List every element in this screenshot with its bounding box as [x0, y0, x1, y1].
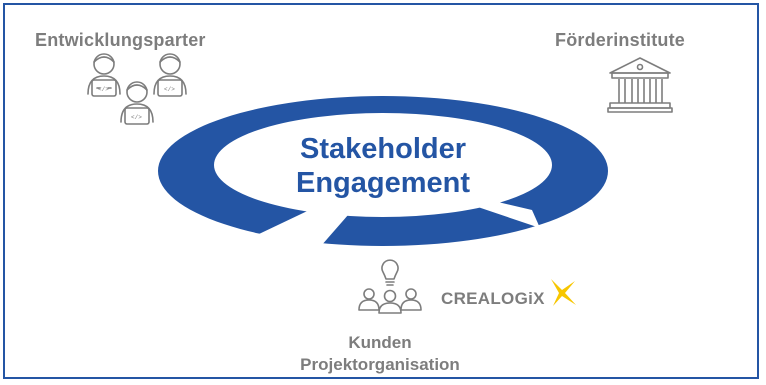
- crealogix-logo-text: CREALOGiX: [441, 289, 545, 308]
- center-title-line2: Engagement: [295, 167, 471, 199]
- team-idea-icon: [358, 259, 422, 314]
- diagram-frame: [3, 3, 759, 379]
- bank-building-icon: [607, 57, 673, 113]
- center-title: Stakeholder Engagement: [215, 132, 551, 200]
- stakeholder-label-development-partner: Entwicklungsparter: [35, 30, 206, 50]
- stakeholder-label-funding-institutes: Förderinstitute: [555, 30, 686, 50]
- svg-text:</>: </>: [131, 114, 142, 121]
- svg-text:</>: </>: [98, 86, 109, 93]
- star-icon: [551, 279, 576, 306]
- stakeholder-label-customers-line2: Projektorganisation: [300, 355, 460, 374]
- stakeholder-label-customers: Kunden Projektorganisation: [280, 332, 480, 376]
- center-title-line1: Stakeholder: [300, 133, 466, 165]
- developers-icon: </> </> </>: [87, 53, 187, 125]
- ring-segments: [158, 96, 608, 246]
- svg-text:</>: </>: [164, 86, 175, 93]
- stakeholder-label-customers-line1: Kunden: [348, 333, 412, 352]
